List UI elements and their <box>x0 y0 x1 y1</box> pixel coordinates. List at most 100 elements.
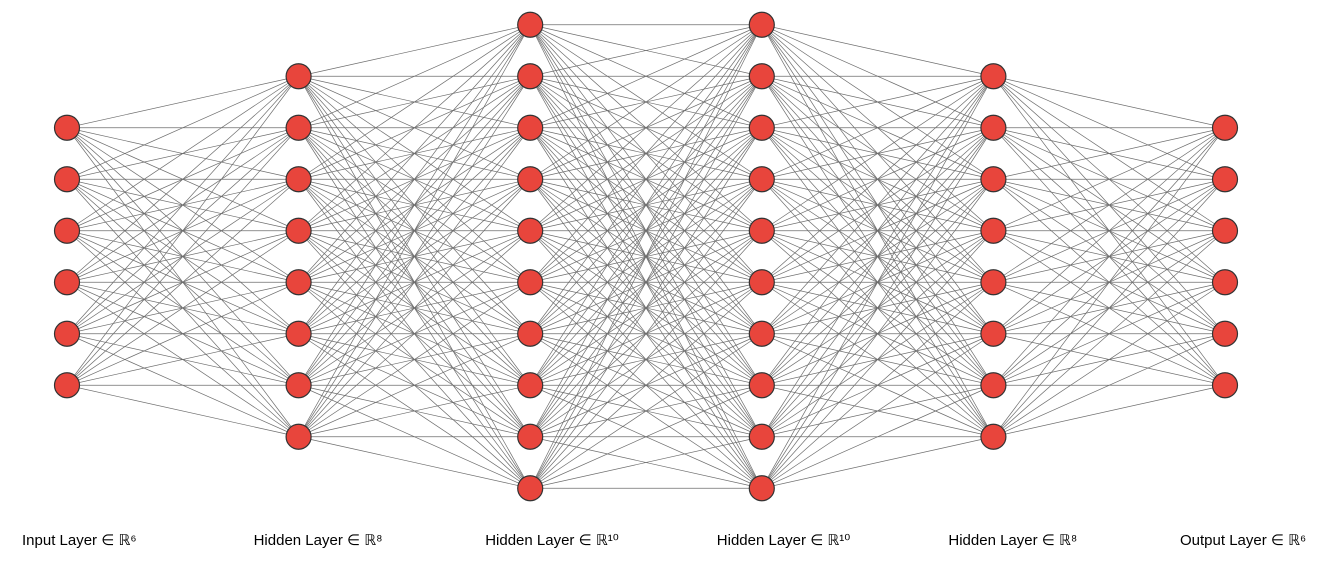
neuron-layer1-4 <box>285 269 312 296</box>
edge-l3n9-l4n2 <box>761 179 994 489</box>
layer-label-2: Hidden Layer ∈ ℝ¹⁰ <box>485 532 619 549</box>
neuron-layer1-0 <box>285 63 312 90</box>
neuron-layer3-2 <box>748 114 775 141</box>
edge-l4n7-l5n0 <box>993 127 1226 437</box>
edge-l2n9-l3n6 <box>530 333 762 489</box>
neuron-layer4-3 <box>980 217 1007 244</box>
neuron-layer3-0 <box>748 11 775 38</box>
edge-l4n4-l5n0 <box>993 127 1226 283</box>
neuron-layer1-7 <box>285 423 312 450</box>
edge-l3n6-l4n0 <box>761 76 994 334</box>
neuron-layer2-1 <box>517 63 544 90</box>
edge-l1n7-l2n1 <box>298 76 531 437</box>
edge-l4n7-l5n3 <box>993 281 1226 438</box>
neuron-layer4-6 <box>980 372 1007 399</box>
neuron-layer4-0 <box>980 63 1007 90</box>
edge-l2n9-l3n3 <box>529 179 763 489</box>
edge-l0n5-l1n4 <box>66 281 299 386</box>
edge-l3n0-l4n0 <box>761 24 994 77</box>
neuron-layer3-5 <box>748 269 775 296</box>
layer-label-5: Output Layer ∈ ℝ⁶ <box>1180 532 1306 549</box>
neuron-layer4-2 <box>980 166 1007 193</box>
edge-l4n5-l5n0 <box>993 127 1226 335</box>
edge-l1n7-l2n7 <box>298 384 531 438</box>
edge-l3n9-l4n0 <box>761 76 994 489</box>
edge-l0n4-l1n0 <box>66 76 299 334</box>
edge-l1n7-l2n2 <box>298 127 531 437</box>
edge-l2n8-l3n0 <box>529 24 763 437</box>
neuron-layer4-7 <box>980 423 1007 450</box>
neuron-layer1-1 <box>285 114 312 141</box>
edge-l0n5-l1n1 <box>66 127 299 386</box>
edge-l1n7-l2n5 <box>298 281 531 438</box>
edge-l2n9-l3n2 <box>529 127 763 489</box>
neuron-layer5-4 <box>1211 320 1239 347</box>
edge-l2n7-l3n0 <box>529 24 763 386</box>
neuron-layer5-2 <box>1211 217 1239 244</box>
neuron-layer2-7 <box>517 372 544 399</box>
edge-l3n5-l4n0 <box>761 75 994 283</box>
edge-l3n9-l4n3 <box>761 230 994 489</box>
neuron-layer2-4 <box>517 217 544 244</box>
edge-l4n6-l5n0 <box>993 127 1226 386</box>
neuron-layer1-2 <box>285 166 312 193</box>
neuron-layer3-6 <box>748 320 775 347</box>
neuron-layer3-4 <box>748 217 775 244</box>
neuron-layer4-1 <box>980 114 1007 141</box>
edge-l2n9-l3n5 <box>529 281 763 489</box>
edge-l1n7-l2n9 <box>298 436 531 489</box>
edge-l2n4-l3n0 <box>529 24 763 232</box>
edge-l4n0-l5n0 <box>993 75 1226 129</box>
neuron-layer1-6 <box>285 372 312 399</box>
edge-l3n9-l4n6 <box>761 384 994 489</box>
edge-l2n9-l3n0 <box>529 24 763 489</box>
layer-label-1: Hidden Layer ∈ ℝ⁸ <box>254 532 383 549</box>
edge-l0n1-l1n0 <box>66 75 299 180</box>
neuron-layer0-2 <box>53 217 81 244</box>
neuron-layer1-5 <box>285 320 312 347</box>
layer-label-4: Hidden Layer ∈ ℝ⁸ <box>948 532 1077 549</box>
edge-l1n7-l2n6 <box>298 333 531 438</box>
edge-l1n2-l2n0 <box>298 24 531 180</box>
edge-l4n2-l5n0 <box>993 127 1226 180</box>
edge-l0n5-l1n5 <box>66 333 299 386</box>
neuron-layer4-5 <box>980 320 1007 347</box>
layer-label-0: Input Layer ∈ ℝ⁶ <box>22 532 137 549</box>
edge-l3n4-l4n0 <box>761 75 994 232</box>
neuron-layer3-1 <box>748 63 775 90</box>
neuron-layer0-0 <box>53 114 81 141</box>
neuron-layer0-4 <box>53 320 81 347</box>
edge-l2n9-l3n8 <box>530 436 762 489</box>
edge-l2n2-l3n0 <box>530 24 762 129</box>
edge-l3n3-l4n0 <box>761 75 994 180</box>
neuron-layer5-0 <box>1211 114 1239 141</box>
edge-l3n8-l4n0 <box>761 76 994 437</box>
connections <box>66 24 1226 489</box>
edge-l1n7-l2n0 <box>298 24 531 437</box>
edge-l0n0-l1n0 <box>66 75 299 129</box>
edge-l3n9-l4n4 <box>761 281 994 489</box>
neuron-layer1-3 <box>285 217 312 244</box>
edge-l1n7-l2n4 <box>298 230 531 438</box>
edge-l1n3-l2n0 <box>298 24 531 232</box>
neuron-layer0-5 <box>53 372 81 399</box>
neuron-layer3-8 <box>748 423 775 450</box>
edge-l2n9-l3n4 <box>529 230 763 489</box>
edge-l0n5-l1n7 <box>66 384 299 438</box>
neuron-layer3-9 <box>748 475 775 502</box>
edge-l3n9-l4n7 <box>761 436 994 489</box>
neuron-layer5-5 <box>1211 372 1239 399</box>
edge-l3n9-l4n5 <box>761 333 994 489</box>
edge-l4n7-l5n5 <box>993 384 1226 438</box>
edge-l0n5-l1n2 <box>66 178 299 386</box>
neuron-layer2-9 <box>517 475 544 502</box>
edge-l2n3-l3n0 <box>530 24 762 180</box>
neuron-layer4-4 <box>980 269 1007 296</box>
edge-l0n5-l1n3 <box>66 230 299 386</box>
layer-labels: Input Layer ∈ ℝ⁶ Hidden Layer ∈ ℝ⁸ Hidden … <box>22 532 1306 549</box>
edge-l4n7-l5n4 <box>993 333 1226 438</box>
edge-l1n5-l2n0 <box>298 24 531 334</box>
edge-l1n4-l2n0 <box>298 24 531 283</box>
neuron-layer2-0 <box>517 11 544 38</box>
